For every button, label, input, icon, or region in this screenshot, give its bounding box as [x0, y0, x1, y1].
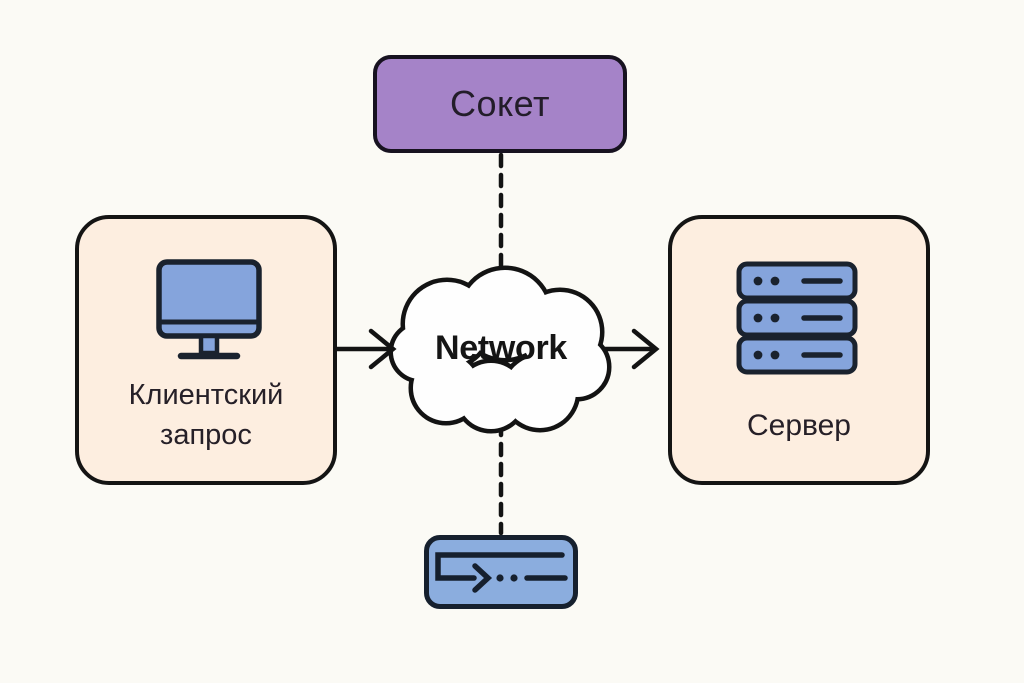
server-label: Сервер	[746, 409, 851, 442]
node-socket: Сокет	[373, 55, 627, 153]
redirect-arrow-icon	[435, 552, 568, 593]
arrow-network-to-server	[601, 328, 660, 370]
node-client-request: Клиентский запрос	[75, 215, 337, 485]
client-label: Клиентский запрос	[128, 379, 284, 451]
node-server: Сервер	[668, 215, 930, 485]
server-stack-icon	[736, 261, 858, 375]
monitor-icon	[156, 259, 262, 360]
node-socket-flow	[424, 535, 578, 609]
network-label: Network	[434, 328, 568, 367]
arrow-client-to-network	[330, 328, 397, 370]
socket-label: Сокет	[450, 83, 550, 124]
